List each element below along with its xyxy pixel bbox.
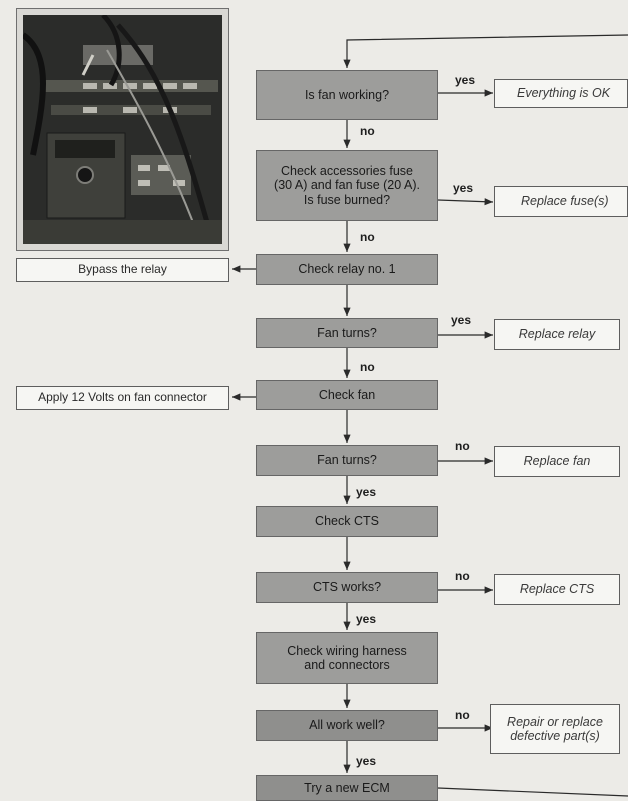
result-replace-cts: Replace CTS <box>494 574 620 605</box>
label-no-5: no <box>455 569 470 583</box>
label-yes-2: yes <box>453 181 474 195</box>
step-check-relay: Check relay no. 1 <box>256 254 438 285</box>
label-yes-6: yes <box>356 754 377 768</box>
step-check-fuses-line-3: Is fuse burned? <box>303 192 391 207</box>
label-no-3: no <box>360 360 375 374</box>
result-repair-replace-line-2: defective part(s) <box>510 729 600 743</box>
relay-photo <box>16 8 229 251</box>
step-is-fan-working: Is fan working? <box>256 70 438 120</box>
result-bypass-relay: Bypass the relay <box>16 258 229 282</box>
label-yes-1: yes <box>455 73 476 87</box>
step-check-fuses-line-2: (30 A) and fan fuse (20 A). <box>274 178 420 193</box>
label-yes-4: yes <box>356 485 377 499</box>
label-no-6: no <box>455 708 470 722</box>
step-try-new-ecm: Try a new ECM <box>256 775 438 801</box>
step-check-wiring-line-2: and connectors <box>304 658 390 672</box>
relay-photo-image <box>23 15 222 244</box>
step-check-fuses: Check accessories fuse (30 A) and fan fu… <box>256 150 438 221</box>
step-check-fuses-line-1: Check accessories fuse <box>280 163 413 178</box>
label-no-2: no <box>360 230 375 244</box>
result-apply-12v: Apply 12 Volts on fan connector <box>16 386 229 410</box>
step-cts-works: CTS works? <box>256 572 438 603</box>
label-no-1: no <box>360 124 375 138</box>
result-everything-ok: Everything is OK <box>494 79 628 108</box>
result-replace-relay: Replace relay <box>494 319 620 350</box>
label-yes-5: yes <box>356 612 377 626</box>
result-replace-fan: Replace fan <box>494 446 620 477</box>
step-check-cts: Check CTS <box>256 506 438 537</box>
step-fan-turns-1: Fan turns? <box>256 318 438 348</box>
result-repair-replace-line-1: Repair or replace <box>507 714 603 729</box>
label-yes-3: yes <box>451 313 472 327</box>
step-all-work-well: All work well? <box>256 710 438 741</box>
step-check-wiring-line-1: Check wiring harness <box>287 643 407 658</box>
step-check-wiring: Check wiring harness and connectors <box>256 632 438 684</box>
result-repair-replace: Repair or replace defective part(s) <box>490 704 620 754</box>
result-replace-fuses: Replace fuse(s) <box>494 186 628 217</box>
label-no-4: no <box>455 439 470 453</box>
step-check-fan: Check fan <box>256 380 438 410</box>
step-fan-turns-2: Fan turns? <box>256 445 438 476</box>
